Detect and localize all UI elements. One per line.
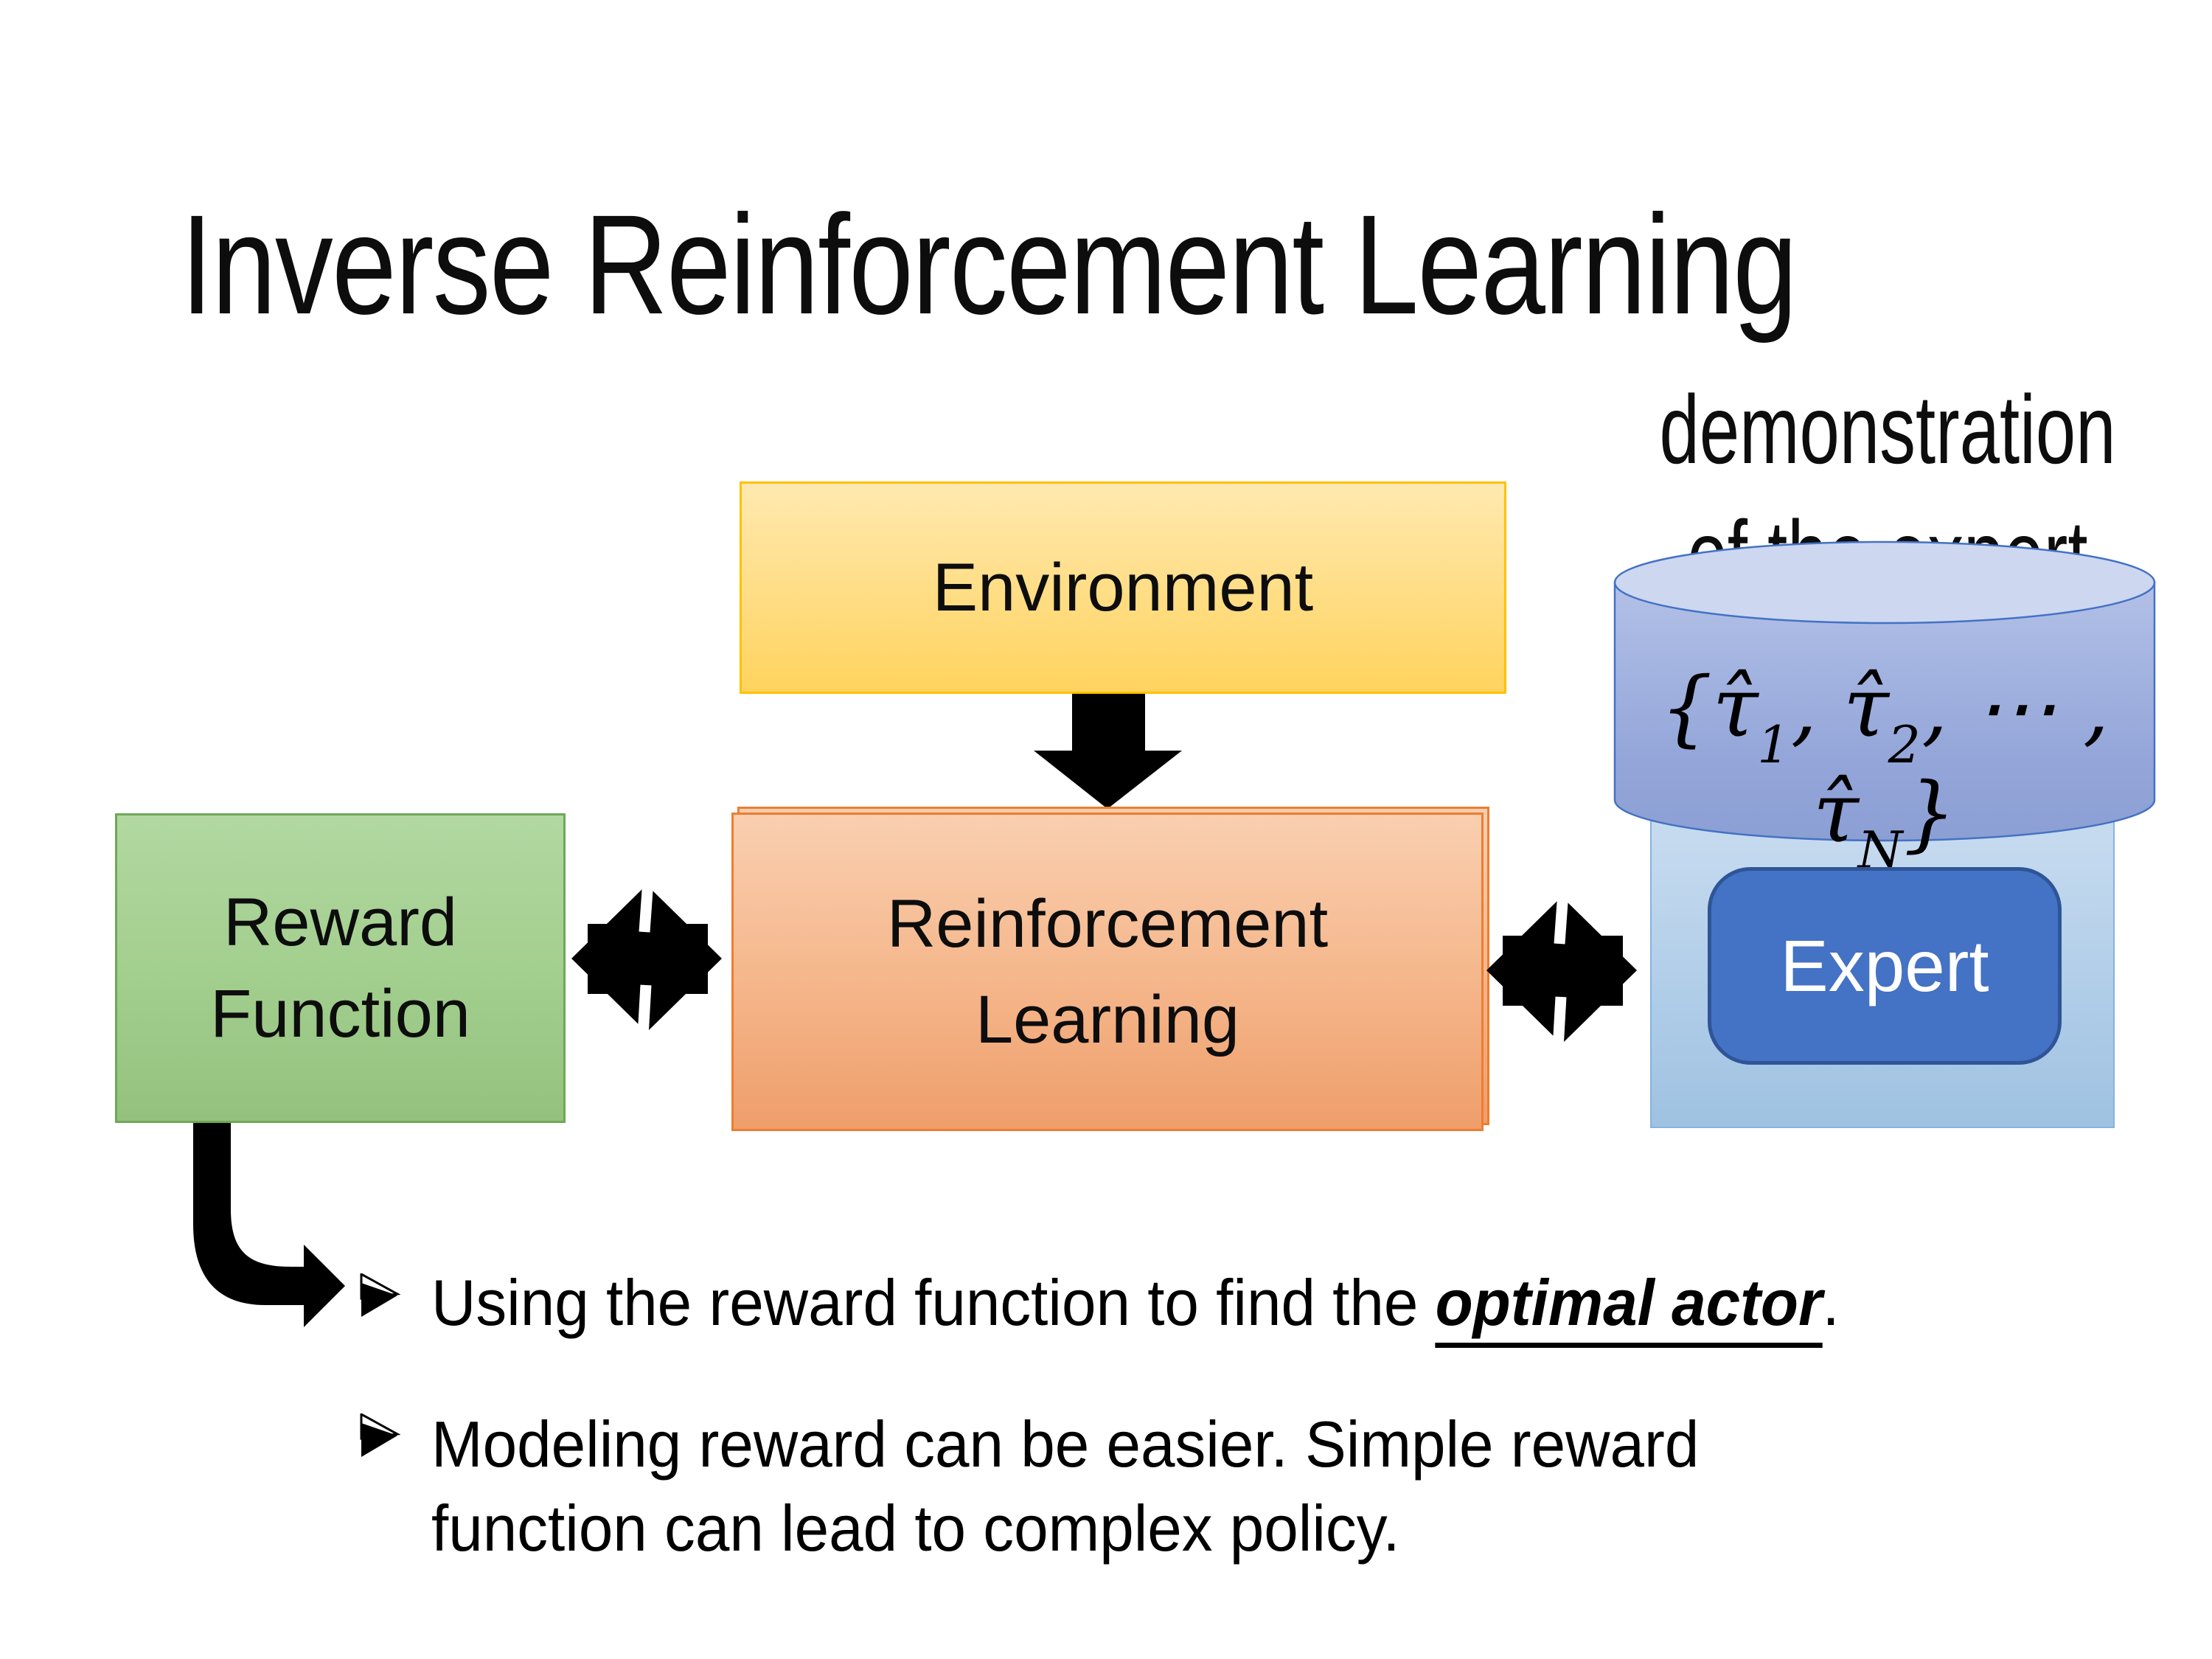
slide-title: Inverse Reinforcement Learning [181,185,1798,344]
expert-label: Expert [1780,925,1989,1006]
bullet-arrowhead-icon [360,1413,400,1457]
expert-demos-formula: {τ̂1, τ̂2, ⋯ , τ̂N} [1660,660,2110,881]
reinforcement-learning-label: Reinforcement Learning [886,886,1329,1057]
bullet-2: Modeling reward can be easier. Simple re… [431,1408,1700,1565]
reinforcement-learning-box: Reinforcement Learning [731,813,1484,1131]
down-arrow-icon [1034,694,1182,809]
demonstration-cylinder [1613,540,2156,842]
environment-label: Environment [932,550,1314,625]
expert-button: Expert [1708,867,2062,1065]
reward-function-label: Reward Function [210,885,470,1051]
reward-rl-exchange-arrow-icon [571,885,722,1032]
bullet-arrowhead-icon [360,1273,400,1317]
bent-arrow-icon [193,1123,345,1327]
bullet-1: Using the reward function to find the op… [431,1261,1840,1348]
demonstration-caption-line1: demonstration [1659,375,2116,484]
environment-box: Environment [740,481,1506,694]
reward-function-box: Reward Function [115,813,566,1123]
rl-expert-exchange-arrow-icon [1486,897,1637,1044]
